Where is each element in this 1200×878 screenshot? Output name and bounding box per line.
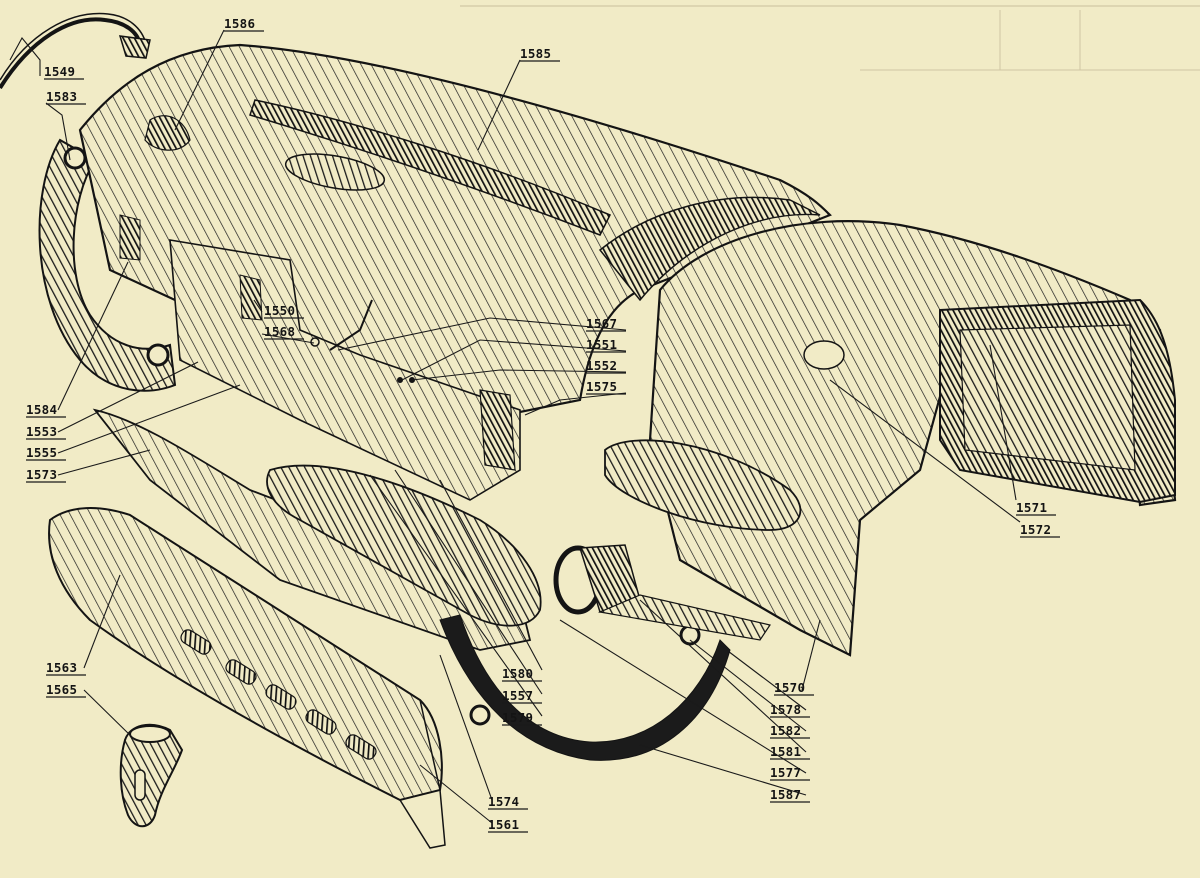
part-number: 1561 bbox=[488, 817, 519, 832]
part-number: 1582 bbox=[770, 723, 801, 738]
part-number: 1579 bbox=[502, 710, 533, 725]
part-number: 1577 bbox=[770, 765, 801, 780]
callout-1570: 1570 bbox=[774, 680, 814, 696]
part-number: 1549 bbox=[44, 64, 75, 79]
callout-1563: 1563 bbox=[46, 660, 86, 676]
part-number: 1551 bbox=[586, 337, 617, 352]
callout-1561: 1561 bbox=[488, 817, 528, 833]
lower-side-panel-part bbox=[92, 408, 542, 651]
callout-1568: 1568 bbox=[264, 324, 304, 340]
small-duct-part bbox=[119, 723, 184, 828]
callout-1577: 1577 bbox=[770, 765, 810, 781]
part-number: 1568 bbox=[264, 324, 295, 339]
part-number: 1585 bbox=[520, 46, 551, 61]
part-labels: 1549 1583 1586 1585 1550 1568 1567 1551 … bbox=[26, 16, 1060, 833]
front-ring-part bbox=[439, 614, 731, 761]
part-number: 1572 bbox=[1020, 522, 1051, 537]
part-number: 1574 bbox=[488, 794, 519, 809]
callout-1555: 1555 bbox=[26, 445, 66, 461]
callout-1565: 1565 bbox=[46, 682, 86, 698]
part-number: 1583 bbox=[46, 89, 77, 104]
callout-1574: 1574 bbox=[488, 794, 528, 810]
part-number: 1578 bbox=[770, 702, 801, 717]
callout-1575: 1575 bbox=[586, 379, 626, 395]
bottom-skirt-part bbox=[48, 507, 446, 849]
callout-1582: 1582 bbox=[770, 723, 810, 739]
part-number: 1581 bbox=[770, 744, 801, 759]
callout-1578: 1578 bbox=[770, 702, 810, 718]
part-number: 1587 bbox=[770, 787, 801, 802]
callout-1557: 1557 bbox=[502, 688, 542, 704]
part-number: 1557 bbox=[502, 688, 533, 703]
part-number: 1553 bbox=[26, 424, 57, 439]
intake-pipe-part bbox=[553, 544, 771, 641]
part-number: 1580 bbox=[502, 666, 533, 681]
callout-1551: 1551 bbox=[586, 337, 626, 353]
callout-1552: 1552 bbox=[586, 358, 626, 374]
part-number: 1555 bbox=[26, 445, 57, 460]
callout-1550: 1550 bbox=[264, 303, 304, 319]
callout-1573: 1573 bbox=[26, 467, 66, 483]
callout-1579: 1579 bbox=[502, 710, 542, 726]
callout-1587: 1587 bbox=[770, 787, 810, 803]
callout-1553: 1553 bbox=[26, 424, 66, 440]
callout-1584: 1584 bbox=[26, 402, 66, 418]
callout-1572: 1572 bbox=[1020, 522, 1060, 538]
callout-1571: 1571 bbox=[1016, 500, 1056, 516]
part-number: 1586 bbox=[224, 16, 255, 31]
part-number: 1571 bbox=[1016, 500, 1047, 515]
part-number: 1567 bbox=[586, 316, 617, 331]
callout-1586: 1586 bbox=[224, 16, 264, 32]
right-cowl-part bbox=[604, 220, 1177, 657]
callout-1581: 1581 bbox=[770, 744, 810, 760]
bleed-through-background bbox=[460, 5, 1200, 71]
callout-1585: 1585 bbox=[520, 46, 560, 62]
part-number: 1565 bbox=[46, 682, 77, 697]
callout-1583: 1583 bbox=[46, 89, 86, 105]
part-number: 1570 bbox=[774, 680, 805, 695]
part-number: 1573 bbox=[26, 467, 57, 482]
part-number: 1550 bbox=[264, 303, 295, 318]
part-number: 1552 bbox=[586, 358, 617, 373]
seal-strip-part bbox=[0, 12, 151, 90]
leader-lines bbox=[9, 29, 1021, 824]
part-number: 1584 bbox=[26, 402, 57, 417]
callout-1549: 1549 bbox=[44, 64, 84, 80]
part-number: 1575 bbox=[586, 379, 617, 394]
part-number: 1563 bbox=[46, 660, 77, 675]
callout-1567: 1567 bbox=[586, 316, 626, 332]
callout-1580: 1580 bbox=[502, 666, 542, 682]
